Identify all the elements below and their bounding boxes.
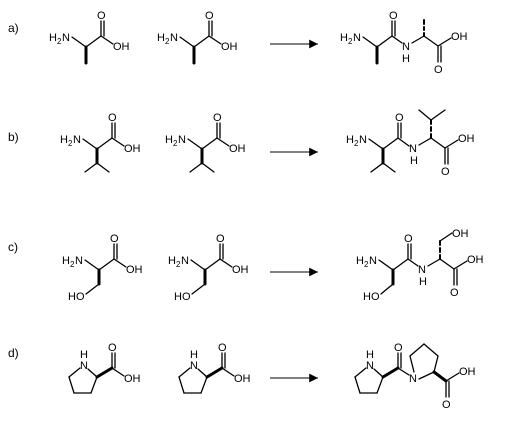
atom-n: N [359, 134, 367, 146]
atom-oh: OH [124, 143, 141, 155]
atom-o: O [389, 10, 398, 22]
product-b: H 2 N O N H O OH [346, 109, 475, 178]
atom-subscript: 2 [354, 139, 359, 148]
atom-o: O [205, 10, 214, 22]
product-c: H 2 N HO O N H OH O OH [356, 228, 484, 303]
reactant-c2: H 2 N HO O OH [168, 233, 249, 303]
atom-o: O [442, 399, 451, 411]
atom-n: N [181, 255, 189, 267]
atom-n: N [402, 41, 410, 53]
atom-h: H [168, 255, 176, 267]
atom-subscript: 2 [70, 260, 75, 269]
atom-n: N [62, 32, 70, 44]
reactant-d1: H N O OH [68, 342, 141, 394]
atom-n: N [418, 264, 426, 276]
atom-h: H [346, 134, 354, 146]
atom-ho: HO [363, 291, 380, 303]
atom-o: O [441, 166, 450, 178]
atom-subscript: 2 [68, 139, 73, 148]
row-b: b) H 2 N O OH H 2 N O [8, 109, 475, 178]
atom-n: N [353, 32, 361, 44]
atom-n: N [178, 134, 186, 146]
atom-h: H [60, 134, 68, 146]
atom-h: H [366, 349, 374, 361]
atom-o: O [404, 233, 413, 245]
atom-h: H [402, 53, 410, 65]
atom-o: O [434, 64, 443, 76]
atom-oh: OH [467, 254, 484, 266]
reactant-b2: H 2 N O OH [165, 112, 246, 173]
atom-oh: OH [458, 133, 475, 145]
atom-h: H [62, 255, 70, 267]
atom-ho: HO [68, 291, 85, 303]
atom-o: O [97, 10, 106, 22]
atom-o: O [450, 287, 459, 299]
atom-oh: OH [124, 373, 141, 385]
atom-n: N [170, 32, 178, 44]
atom-n: N [409, 143, 417, 155]
atom-oh: OH [459, 366, 476, 378]
atom-n: N [190, 360, 198, 372]
atom-o: O [110, 233, 119, 245]
atom-oh: OH [221, 41, 238, 53]
atom-h: H [157, 32, 165, 44]
atom-o: O [394, 342, 403, 354]
atom-n: N [73, 134, 81, 146]
reactant-a2: H 2 N O OH [157, 10, 238, 65]
atom-subscript: 2 [165, 37, 170, 46]
row-label-a: a) [8, 21, 19, 35]
row-label-c: c) [8, 240, 18, 254]
atom-o: O [216, 233, 225, 245]
reactant-c1: H 2 N HO O OH [62, 233, 143, 303]
atom-n: N [409, 373, 417, 385]
atom-h: H [410, 155, 418, 167]
atom-oh: OH [126, 264, 143, 276]
atom-oh: OH [229, 143, 246, 155]
reactant-b1: H 2 N O OH [60, 112, 141, 173]
row-c: c) H 2 N HO O OH H 2 N HO [8, 228, 484, 303]
atom-h: H [49, 32, 57, 44]
atom-oh: OH [451, 31, 468, 43]
atom-subscript: 2 [176, 260, 181, 269]
row-label-b: b) [8, 130, 19, 144]
atom-o: O [395, 112, 404, 124]
atom-subscript: 2 [364, 260, 369, 269]
atom-subscript: 2 [348, 37, 353, 46]
atom-o: O [218, 342, 227, 354]
atom-h: H [190, 349, 198, 361]
atom-h: H [80, 349, 88, 361]
row-a: a) H 2 N O OH H 2 N O OH [8, 10, 468, 76]
atom-oh: OH [113, 41, 130, 53]
atom-oh: OH [234, 373, 251, 385]
atom-n: N [80, 360, 88, 372]
atom-n: N [369, 255, 377, 267]
atom-h: H [165, 134, 173, 146]
atom-n: N [75, 255, 83, 267]
row-label-d: d) [8, 346, 19, 360]
product-a: H 2 N O N H O OH [340, 10, 468, 76]
atom-o: O [213, 112, 222, 124]
row-d: d) H N O OH H N O [8, 342, 476, 411]
atom-n: N [366, 360, 374, 372]
atom-h: H [419, 276, 427, 288]
reactant-a1: H 2 N O OH [49, 10, 130, 65]
atom-o: O [108, 342, 117, 354]
product-d: H N O N O OH [354, 342, 476, 411]
atom-oh: OH [232, 264, 249, 276]
atom-oh: OH [452, 228, 469, 240]
atom-h: H [356, 255, 364, 267]
atom-o: O [108, 112, 117, 124]
atom-subscript: 2 [57, 37, 62, 46]
reactant-d2: H N O OH [178, 342, 251, 394]
atom-h: H [340, 32, 348, 44]
atom-subscript: 2 [173, 139, 178, 148]
atom-ho: HO [174, 291, 191, 303]
